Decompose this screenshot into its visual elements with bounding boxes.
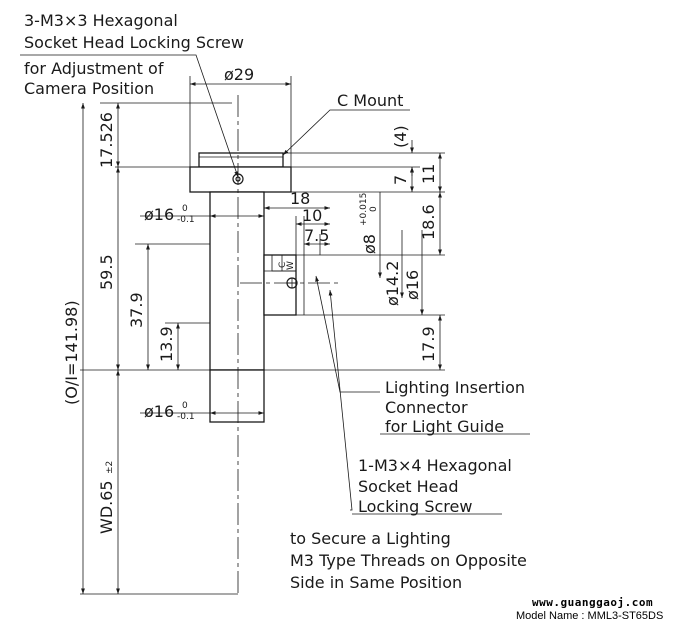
secure-callout-line1: to Secure a Lighting (290, 529, 451, 548)
model-name: Model Name : MML3-ST65DS (516, 610, 663, 622)
dim-59-5: 59.5 (97, 254, 116, 290)
c-mount-label: C Mount (337, 91, 403, 110)
dim-d16-right: ø16 (403, 270, 422, 300)
dim-d16-lower-tol-lower: -0.1 (177, 412, 195, 422)
dim-18: 18 (290, 189, 310, 208)
dim-d16-upper-tol-upper: 0 (182, 204, 188, 214)
adjust-callout-line2: Camera Position (24, 79, 154, 98)
dimension-lines (81, 82, 442, 594)
m3x3-callout-line2: Socket Head Locking Screw (24, 33, 244, 52)
svg-text:W: W (286, 261, 296, 270)
dim-13-9: 13.9 (157, 326, 176, 362)
secure-callout-line2: M3 Type Threads on Opposite (290, 551, 527, 570)
dim-10: 10 (302, 206, 322, 225)
dim-11: 11 (419, 164, 438, 184)
dim-d16-lower-tol-upper: 0 (182, 401, 188, 411)
lighting-callout-line1: Lighting Insertion (385, 378, 525, 397)
dim-wd: WD.65 (97, 480, 116, 534)
dim-d8-tol-lower: 0 (369, 206, 379, 212)
lighting-block (263, 254, 297, 316)
secure-callout-line3: Side in Same Position (290, 573, 462, 592)
dim-17-9: 17.9 (419, 326, 438, 362)
upper-tube (209, 191, 265, 371)
adjust-callout-line1: for Adjustment of (24, 59, 164, 78)
m3x4-callout-line1: 1-M3×4 Hexagonal (358, 456, 512, 475)
dim-7-5: 7.5 (304, 226, 329, 245)
dim-wd-tol: ±2 (105, 461, 115, 474)
m3x3-callout-line1: 3-M3×3 Hexagonal (24, 11, 178, 30)
dim-d16-lower: ø16 (144, 402, 174, 421)
leader-lines (20, 54, 530, 515)
dim-18-6: 18.6 (419, 204, 438, 240)
dim-d8-tol-upper: +0.015 (359, 193, 369, 226)
m3x4-callout-line3: Locking Screw (358, 497, 472, 516)
svg-text:C: C (278, 262, 288, 268)
m3x4-callout-line2: Socket Head (358, 477, 458, 496)
dim-4: (4) (391, 125, 410, 148)
dim-d14-2: ø14.2 (383, 261, 402, 306)
dim-7: 7 (391, 175, 410, 185)
callouts: 3-M3×3 Hexagonal Socket Head Locking Scr… (24, 11, 527, 592)
dim-17-526: 17.526 (97, 112, 116, 168)
dim-d8: ø8 (360, 234, 379, 254)
lighting-callout-line3: for Light Guide (385, 417, 504, 436)
lens-body: C W (189, 152, 298, 423)
dim-37-9: 37.9 (127, 292, 146, 328)
lighting-callout-line2: Connector (385, 398, 468, 417)
watermark: www.guanggaoj.com (532, 596, 653, 609)
c-mount-ring (198, 152, 284, 168)
dim-d29: ø29 (224, 65, 254, 84)
dimension-labels: ø29 17.526 59.5 (O/I=141.98) 37.9 13.9 W… (62, 65, 438, 534)
lower-tube (209, 369, 265, 423)
dim-oi: (O/I=141.98) (62, 300, 81, 405)
dim-d16-upper: ø16 (144, 205, 174, 224)
dim-d16-upper-tol-lower: -0.1 (177, 215, 195, 225)
